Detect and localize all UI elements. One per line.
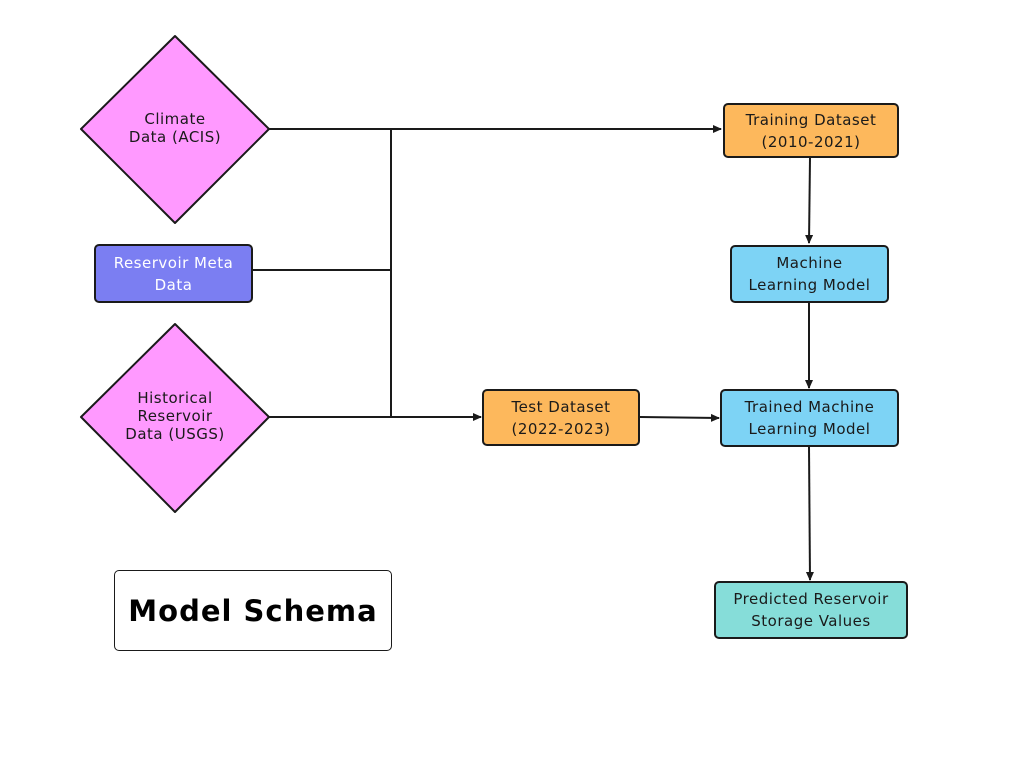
trained-model-line2: Learning Model — [748, 420, 871, 438]
predicted-line2: Storage Values — [751, 612, 871, 630]
edge-trained-to-predicted — [805, 446, 814, 581]
test-dataset-node: Test Dataset (2022-2023) — [482, 389, 640, 446]
trained-machine-learning-model-node: Trained Machine Learning Model — [720, 389, 899, 447]
edge-test-to-trained — [639, 413, 720, 422]
reservoir-meta-line2: Data — [154, 275, 193, 294]
ml-model-line1: Machine — [776, 254, 843, 272]
historical-data-line3: Data (USGS) — [125, 425, 225, 443]
training-dataset-line1: Training Dataset — [745, 110, 877, 129]
edge-training-to-ml-model — [805, 157, 814, 244]
climate-data-node: Climate Data (ACIS) — [100, 110, 250, 146]
historical-diamond-shape — [80, 323, 270, 513]
climate-data-line2: Data (ACIS) — [128, 128, 222, 146]
climate-diamond-shape — [80, 35, 270, 224]
reservoir-meta-line1: Reservoir Meta — [113, 253, 234, 272]
trained-model-line1: Trained Machine — [744, 398, 875, 416]
historical-data-node: Historical Reservoir Data (USGS) — [100, 389, 250, 443]
model-schema-title: Model Schema — [114, 570, 392, 651]
reservoir-meta-data-node: Reservoir Meta Data — [94, 244, 253, 303]
historical-data-line2: Reservoir — [137, 407, 213, 425]
climate-data-line1: Climate — [144, 110, 206, 128]
model-schema-title-text: Model Schema — [128, 593, 378, 628]
machine-learning-model-node: Machine Learning Model — [730, 245, 889, 303]
historical-data-line1: Historical — [137, 389, 213, 407]
predicted-storage-values-node: Predicted Reservoir Storage Values — [714, 581, 908, 639]
training-dataset-line2: (2010-2021) — [761, 132, 861, 151]
predicted-line1: Predicted Reservoir — [733, 590, 889, 608]
training-dataset-node: Training Dataset (2010-2021) — [723, 103, 899, 158]
test-dataset-line1: Test Dataset — [511, 397, 611, 416]
ml-model-line2: Learning Model — [748, 276, 871, 294]
test-dataset-line2: (2022-2023) — [511, 419, 611, 438]
